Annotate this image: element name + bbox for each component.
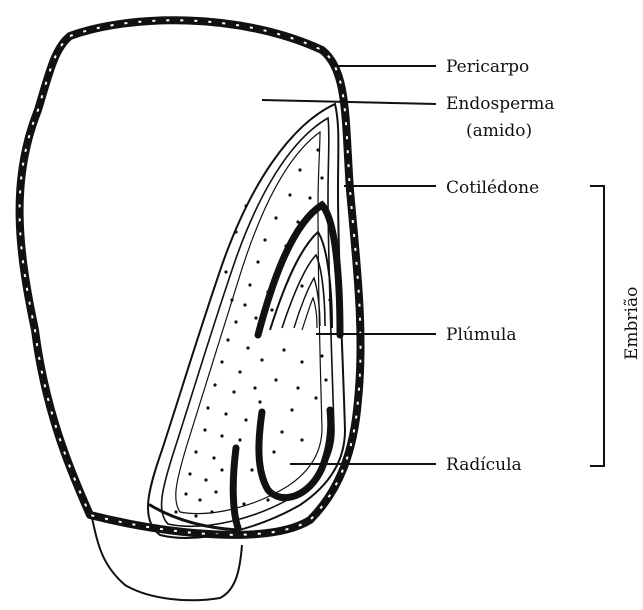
stipple-dot: [266, 498, 269, 501]
stipple-dot: [260, 358, 263, 361]
stipple-dot: [316, 148, 319, 151]
stipple-dot: [244, 204, 247, 207]
stipple-dot: [320, 176, 323, 179]
label-plumule: Plúmula: [446, 325, 516, 345]
label-endosperm-sub: (amido): [466, 121, 532, 141]
stipple-dot: [198, 498, 201, 501]
stipple-dot: [328, 298, 331, 301]
stipple-dot: [298, 168, 301, 171]
stipple-dot: [296, 386, 299, 389]
stipple-dot: [250, 468, 253, 471]
plumule-shape: [258, 205, 340, 335]
stipple-dot: [280, 430, 283, 433]
stipple-dot: [194, 450, 197, 453]
stipple-dot: [282, 348, 285, 351]
stipple-dot: [300, 360, 303, 363]
stipple-dot: [270, 308, 273, 311]
stipple-dot: [308, 196, 311, 199]
stipple-dot: [210, 510, 213, 513]
stipple-dot: [184, 492, 187, 495]
label-embryo: Embrião: [622, 287, 642, 360]
stipple-dot: [266, 290, 269, 293]
stipple-dot: [212, 456, 215, 459]
stipple-dot: [263, 238, 266, 241]
stipple-dot: [194, 514, 197, 517]
stipple-dot: [238, 370, 241, 373]
embryo-bracket: [590, 186, 604, 466]
stipple-dot: [253, 386, 256, 389]
stipple-dot: [248, 283, 251, 286]
stipple-dot: [220, 434, 223, 437]
stipple-dot: [300, 438, 303, 441]
stipple-dot: [274, 378, 277, 381]
stipple-dot: [234, 230, 237, 233]
embryo-stipple: [174, 148, 331, 517]
stipple-dot: [224, 412, 227, 415]
stipple-dot: [232, 390, 235, 393]
stipple-dot: [284, 244, 287, 247]
stipple-dot: [224, 270, 227, 273]
stipple-dot: [234, 320, 237, 323]
stipple-dot: [272, 450, 275, 453]
stipple-dot: [244, 418, 247, 421]
stipple-dot: [276, 268, 279, 271]
label-radicle: Radícula: [446, 455, 522, 475]
stipple-dot: [214, 490, 217, 493]
label-endosperm: Endosperma: [446, 94, 555, 114]
stipple-dot: [288, 193, 291, 196]
stipple-dot: [300, 284, 303, 287]
stipple-dot: [238, 438, 241, 441]
stipple-dot: [230, 298, 233, 301]
stipple-dot: [320, 354, 323, 357]
stipple-dot: [246, 346, 249, 349]
embryo-outline: [148, 104, 345, 538]
stipple-dot: [256, 260, 259, 263]
stipple-dot: [243, 303, 246, 306]
stipple-dot: [314, 396, 317, 399]
stipple-dot: [242, 502, 245, 505]
seed-pericarp: [20, 20, 361, 535]
stipple-dot: [254, 316, 257, 319]
label-cotyledon: Cotilédone: [446, 178, 539, 198]
stipple-dot: [226, 338, 229, 341]
stipple-dot: [220, 360, 223, 363]
stipple-dot: [258, 400, 261, 403]
label-pericarp: Pericarpo: [446, 57, 529, 77]
stipple-dot: [213, 383, 216, 386]
leader-endosperm: [262, 100, 436, 104]
stipple-dot: [220, 468, 223, 471]
stipple-dot: [324, 378, 327, 381]
stipple-dot: [290, 408, 293, 411]
stipple-dot: [188, 472, 191, 475]
stipple-dot: [296, 220, 299, 223]
stipple-dot: [174, 510, 177, 513]
stipple-dot: [203, 428, 206, 431]
stipple-dot: [206, 406, 209, 409]
stipple-dot: [274, 216, 277, 219]
stipple-dot: [204, 478, 207, 481]
